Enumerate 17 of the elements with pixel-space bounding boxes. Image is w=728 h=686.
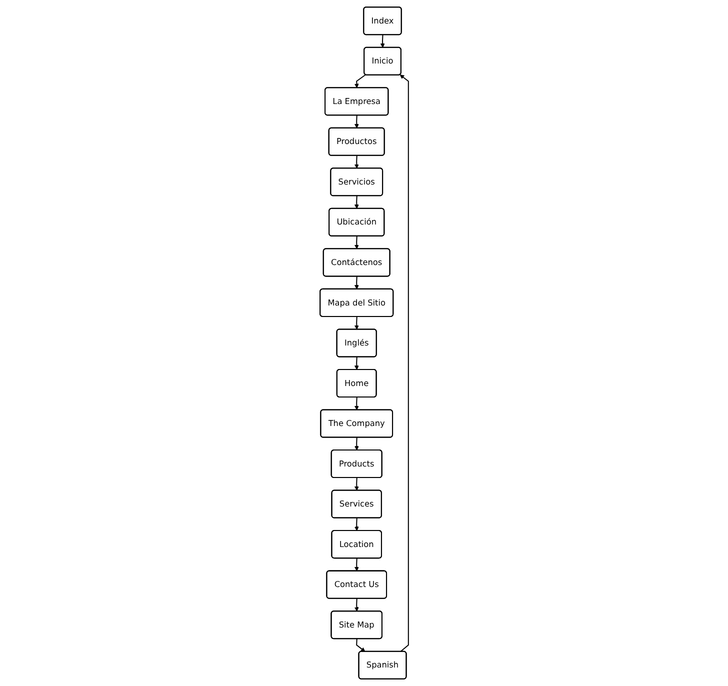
arrow [354, 115, 359, 128]
arrow [354, 357, 359, 370]
arrow [354, 316, 359, 330]
arrow [380, 34, 385, 48]
arrow [354, 276, 359, 290]
arrow [354, 196, 359, 209]
arrow [354, 598, 359, 612]
arrow [356, 638, 365, 652]
arrow [354, 518, 359, 532]
arrow [400, 74, 409, 652]
arrow [354, 397, 359, 410]
arrow [354, 438, 359, 450]
arrow [354, 74, 366, 88]
arrow [354, 478, 359, 491]
arrow [354, 156, 359, 169]
arrow [354, 236, 359, 250]
arrow [354, 558, 359, 572]
